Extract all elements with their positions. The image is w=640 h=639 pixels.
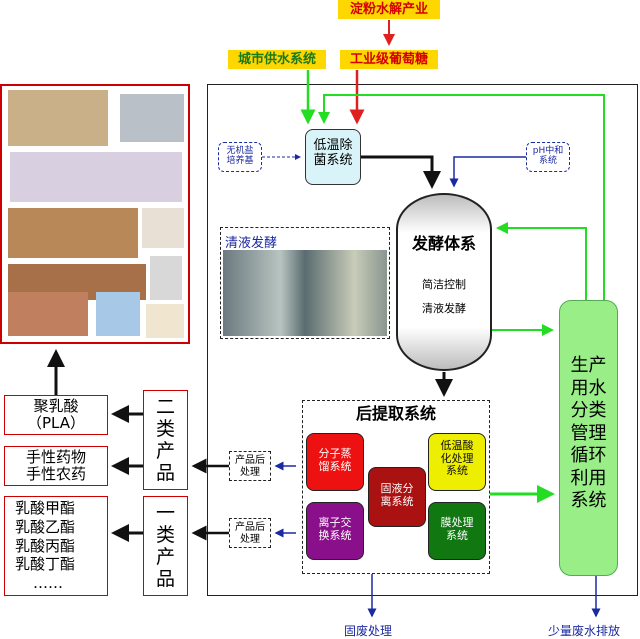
lactate-esters-box: 乳酸甲酯 乳酸乙酯 乳酸丙酯 乳酸丁酯 …… (4, 496, 108, 596)
fermenter-vessel: 发酵体系 简洁控制 清液发酵 (396, 193, 492, 371)
starch-hydrolysis-label: 淀粉水解产业 (338, 0, 440, 19)
arrow-water-loop-top (318, 94, 605, 300)
photo-phones (10, 152, 182, 202)
inorganic-medium-box: 无机盐 培养基 (218, 142, 262, 172)
class2-products-box: 二 类 产 品 (143, 390, 188, 490)
industrial-glucose-label: 工业级葡萄糖 (340, 50, 438, 69)
photo-laptop (120, 94, 184, 142)
membrane-treatment-box: 膜处理 系统 (428, 502, 486, 560)
ph-neutral-box: pH中和 系统 (526, 142, 570, 172)
ion-exchange-box: 离子交 换系统 (306, 502, 364, 560)
photo-cup (146, 304, 184, 338)
low-temp-acid-box: 低温酸 化处理 系统 (428, 433, 486, 491)
solid-liquid-separation-box: 固液分 离系统 (368, 467, 426, 527)
water-recycle-system: 生产 用水 分类 管理 循环 利用 系统 (559, 300, 618, 576)
clear-fermentation-panel: 清液发酵 (220, 227, 390, 339)
sterilization-box: 低温除 菌系统 (305, 129, 361, 185)
chiral-drugs-box: 手性药物 手性农药 (4, 446, 108, 486)
fermenter-title: 发酵体系 (411, 234, 476, 253)
post-processing-box-class2: 产品后 处理 (229, 451, 271, 481)
photo-bedding (142, 208, 184, 248)
waste-water-label: 少量废水排放 (548, 624, 621, 638)
fermenter-line2: 清液发酵 (422, 302, 466, 315)
photo-bottle (150, 256, 182, 300)
fermenter-line1: 简洁控制 (422, 278, 466, 291)
product-photo-collage (0, 84, 190, 344)
photo-water (96, 292, 140, 336)
clear-fermentation-label: 清液发酵 (225, 236, 278, 251)
extraction-title: 后提取系统 (355, 404, 436, 423)
molecular-distillation-box: 分子蒸 馏系统 (306, 433, 364, 491)
fermenter-photo (223, 250, 387, 336)
arrow-water-to-fermenter (496, 222, 587, 300)
main-frame (207, 84, 638, 596)
pla-box: 聚乳酸 （PLA） (4, 395, 108, 435)
arrow-sterilization-to-fermenter (361, 155, 441, 189)
photo-cups (8, 292, 88, 336)
photo-shop (8, 90, 108, 146)
class1-products-box: 一 类 产 品 (143, 496, 188, 596)
arrow-ph-to-fermenter (449, 156, 526, 188)
post-processing-box-class1: 产品后 处理 (229, 518, 271, 548)
photo-products (8, 208, 138, 258)
city-water-label: 城市供水系统 (228, 50, 326, 69)
solid-waste-label: 固废处理 (344, 624, 393, 638)
